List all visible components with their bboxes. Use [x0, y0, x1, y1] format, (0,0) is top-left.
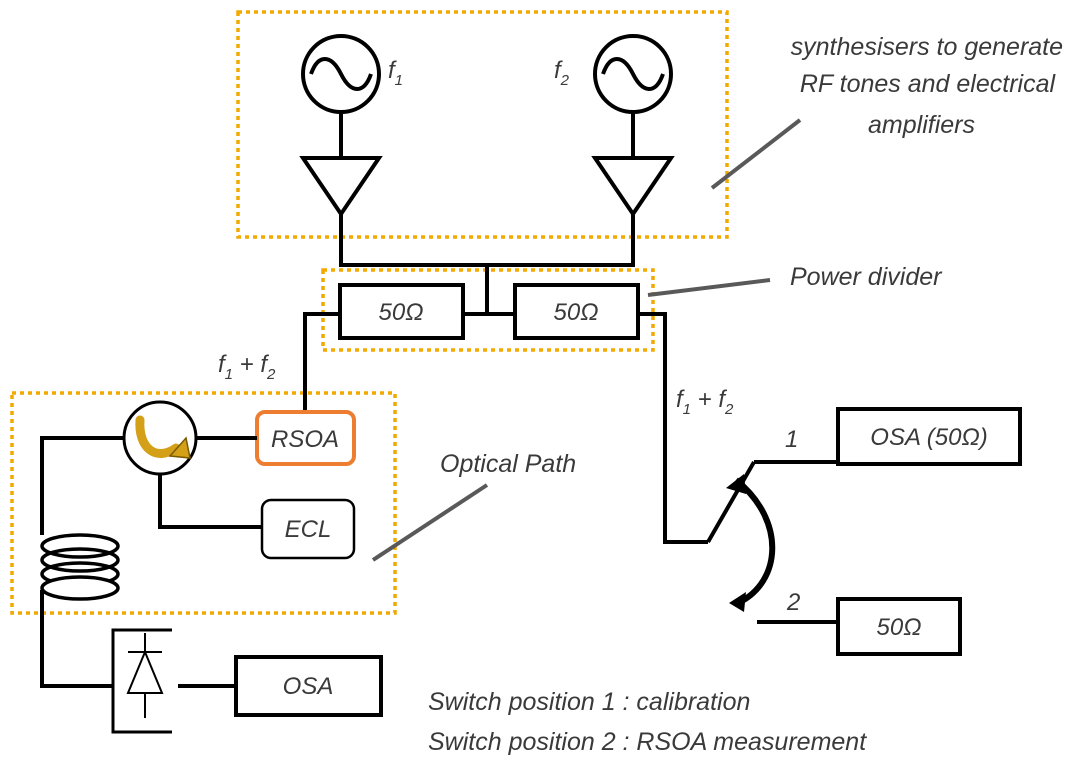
wire-circulator-ecl — [158, 474, 262, 529]
circulator-arrow-icon — [135, 415, 181, 458]
switch-position-2-label: 2 — [786, 589, 800, 616]
photodiode-box-mask — [172, 628, 182, 734]
switch-arrowhead-top-icon — [726, 474, 746, 494]
switch-arc — [734, 477, 776, 606]
synthesiser-note-leader — [710, 118, 802, 190]
wire-divider-switch — [638, 312, 708, 544]
wire-circulator-coil — [40, 436, 124, 535]
wire-divider-rsoa — [303, 312, 340, 412]
caption-line-1: Switch position 1 : calibration — [428, 688, 750, 716]
power-divider-leader — [647, 278, 771, 297]
load-50-label: 50Ω — [877, 614, 922, 641]
resistor-right — [513, 283, 640, 340]
sine-wave-2-icon — [601, 57, 665, 91]
optical-path-group-outline — [10, 391, 397, 615]
osa-box — [234, 655, 383, 717]
circulator-arrowhead-icon — [168, 436, 191, 459]
load-50-box — [836, 597, 962, 656]
ecl-box — [260, 498, 356, 560]
optical-path-leader — [371, 483, 489, 562]
resistor-left-label: 50Ω — [379, 299, 424, 326]
sum-label-right: f1 + f2 — [676, 386, 734, 418]
resistor-left — [338, 283, 465, 340]
wire-coil-photodiode — [40, 590, 112, 688]
synthesiser-group-outline — [236, 10, 729, 239]
fiber-coil-icon — [40, 533, 120, 601]
ecl-label: ECL — [285, 516, 332, 543]
freq-1-label: f1 — [388, 57, 403, 89]
switch-arrowhead-bottom-icon — [729, 592, 746, 612]
power-divider-group-outline — [321, 268, 655, 352]
switch-position-1-label: 1 — [785, 426, 798, 453]
optical-path-note: Optical Path — [440, 450, 576, 478]
osa-50-label: OSA (50Ω) — [870, 424, 987, 451]
osa-50-box — [836, 407, 1022, 466]
power-divider-note: Power divider — [790, 263, 943, 291]
rsoa-label: RSOA — [271, 426, 339, 453]
amplifier-2-icon — [591, 156, 675, 218]
caption-line-2: Switch position 2 : RSOA measurement — [428, 728, 867, 756]
amplifier-1-icon — [299, 156, 383, 218]
osa-label: OSA — [283, 673, 334, 700]
resistor-right-label: 50Ω — [554, 299, 599, 326]
sum-label-left: f1 + f2 — [218, 351, 276, 383]
freq-2-label: f2 — [554, 57, 570, 89]
switch-lever — [706, 461, 756, 543]
wire-amplifiers-combine — [339, 214, 635, 267]
synthesiser-note: synthesisers to generate RF tones and el… — [791, 33, 1070, 139]
sine-wave-1-icon — [309, 57, 373, 91]
